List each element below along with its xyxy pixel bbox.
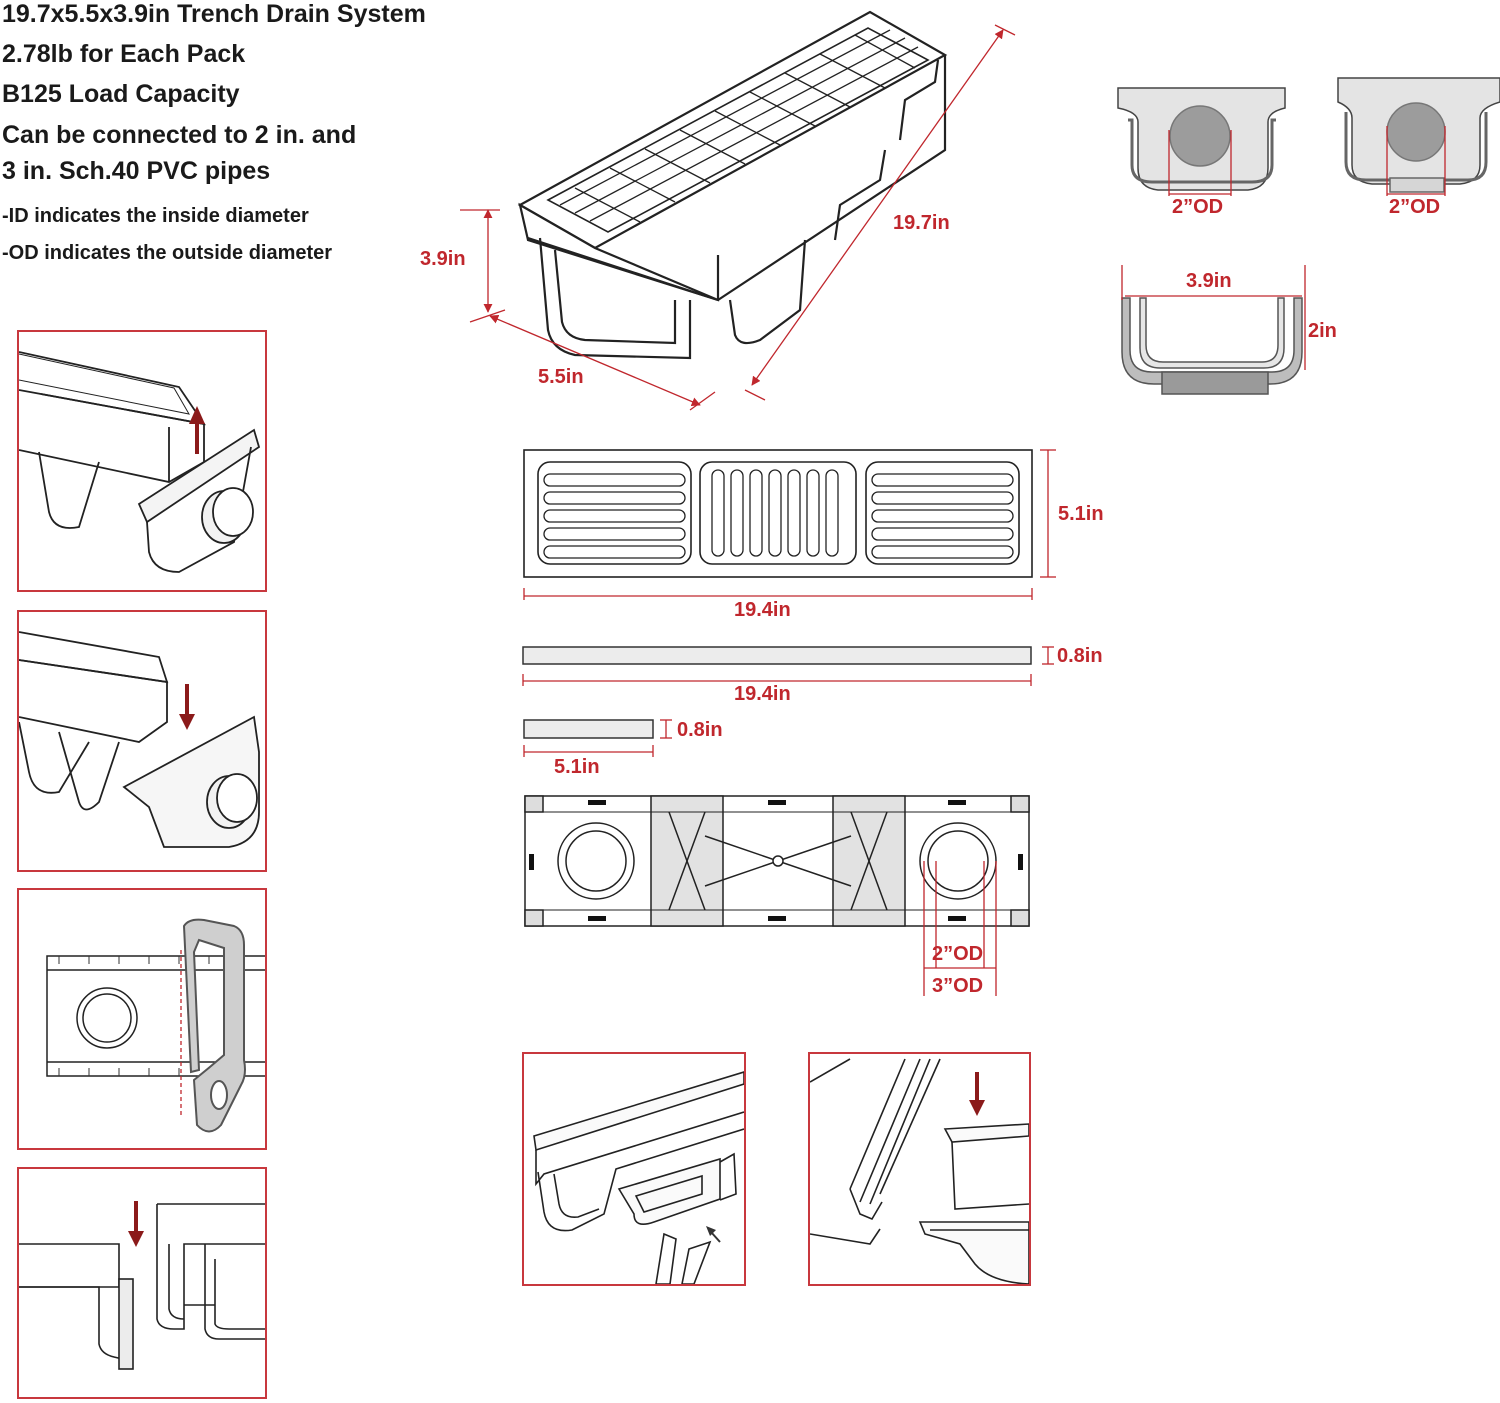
step-panel-insert-clip [522, 1052, 746, 1286]
width-dimension-label: 5.5in [538, 366, 584, 388]
outlet-od-lines [923, 861, 997, 996]
connect-channels-illustration [19, 1201, 265, 1370]
id-note: -ID indicates the inside diameter [2, 205, 309, 227]
pipe-connection-spec-line2: 3 in. Sch.40 PVC pipes [2, 157, 271, 185]
arrow-down-icon [128, 1201, 144, 1247]
arrow-up-small-icon [706, 1226, 721, 1243]
remove-endcap-illustration [19, 351, 261, 573]
pipe-connection-spec-line1: Can be connected to 2 in. and [2, 121, 357, 149]
channel-bottom-view [524, 795, 1030, 927]
length-dimension-label: 19.7in [893, 212, 950, 234]
long-strip [522, 646, 1032, 665]
endcap-right-od-label: 2”OD [1389, 196, 1441, 218]
height-dimension-label: 3.9in [420, 248, 466, 270]
od-note: -OD indicates the outside diameter [2, 242, 333, 264]
step-panel-cut-channel [17, 888, 267, 1150]
attach-endcap-illustration [19, 631, 260, 848]
endcap-left-od-label: 2”OD [1172, 196, 1224, 218]
endcap-left-drawing [1117, 87, 1286, 191]
short-strip-length-label: 5.1in [554, 756, 600, 778]
grate-top-view [523, 449, 1033, 578]
endcap-right-od-lines [1386, 126, 1446, 196]
short-strip-thickness-label: 0.8in [677, 719, 723, 741]
grate-dimension-lines [523, 449, 1056, 600]
channel-dimension-lines [1121, 265, 1306, 370]
iso-dimension-lines [460, 24, 1016, 411]
product-title: 19.7x5.5x3.9in Trench Drain System [2, 0, 426, 28]
saw-icon [182, 918, 246, 1133]
step-panel-remove-endcap [17, 330, 267, 592]
channel-cross-section [1121, 297, 1303, 395]
outlet-3in-od-label: 3”OD [932, 975, 984, 997]
lower-channel-illustration [810, 1058, 1029, 1284]
short-strip-dimension-lines [523, 719, 672, 757]
step-panel-attach-endcap [17, 610, 267, 872]
weight-spec: 2.78lb for Each Pack [2, 40, 246, 68]
endcap-right-drawing [1337, 77, 1500, 193]
arrow-down-icon [969, 1072, 985, 1116]
strip-length-label: 19.4in [734, 683, 791, 705]
outlet-2in-od-label: 2”OD [932, 943, 984, 965]
short-strip [523, 719, 654, 739]
step-panel-lower-channel [808, 1052, 1031, 1286]
long-strip-dimension-lines [522, 646, 1054, 686]
channel-width-label: 3.9in [1186, 270, 1232, 292]
load-capacity-spec: B125 Load Capacity [2, 80, 240, 108]
endcap-left-od-lines [1168, 130, 1232, 196]
grate-height-label: 5.1in [1058, 503, 1104, 525]
grate-length-label: 19.4in [734, 599, 791, 621]
arrow-down-icon [179, 684, 195, 730]
step-panel-connect-channels [17, 1167, 267, 1399]
channel-depth-label: 2in [1308, 320, 1337, 342]
arrow-up-icon [189, 406, 205, 454]
strip-thickness-label: 0.8in [1057, 645, 1103, 667]
insert-clip-illustration [533, 1071, 744, 1284]
trench-drain-isometric [517, 10, 948, 360]
cut-channel-illustration [46, 918, 265, 1133]
